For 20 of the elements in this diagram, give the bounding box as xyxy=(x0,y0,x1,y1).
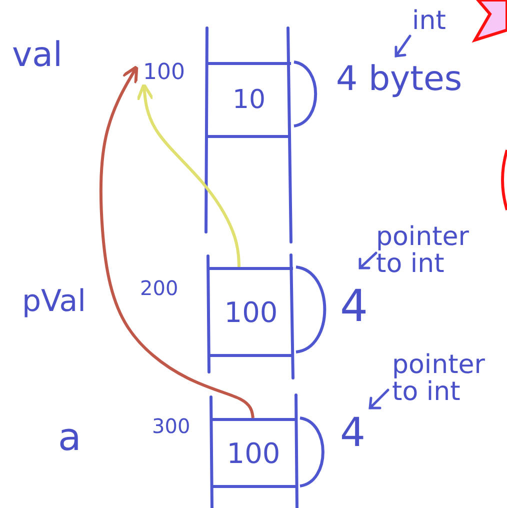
address-label: 300 xyxy=(152,416,190,437)
cell-value: 10 xyxy=(232,85,266,115)
arrow xyxy=(99,65,254,418)
variable-name: pVal xyxy=(22,286,86,318)
memory-cell xyxy=(211,418,296,488)
cell-value: 100 xyxy=(226,436,280,470)
type-note: int xyxy=(412,8,446,36)
memory-cell xyxy=(209,267,293,357)
arrow xyxy=(136,83,240,268)
variable-name: a xyxy=(58,418,82,458)
size-label: 4 xyxy=(340,284,368,330)
type-note: pointer to int xyxy=(392,352,486,407)
size-label: 4 xyxy=(340,412,366,454)
address-label: 100 xyxy=(143,60,185,84)
size-label: 4 bytes xyxy=(336,62,462,98)
type-note: pointer to int xyxy=(376,224,470,279)
memory-cell xyxy=(207,62,291,138)
address-label: 200 xyxy=(140,278,178,299)
cell-value: 100 xyxy=(224,296,278,328)
variable-name: val xyxy=(12,38,62,74)
